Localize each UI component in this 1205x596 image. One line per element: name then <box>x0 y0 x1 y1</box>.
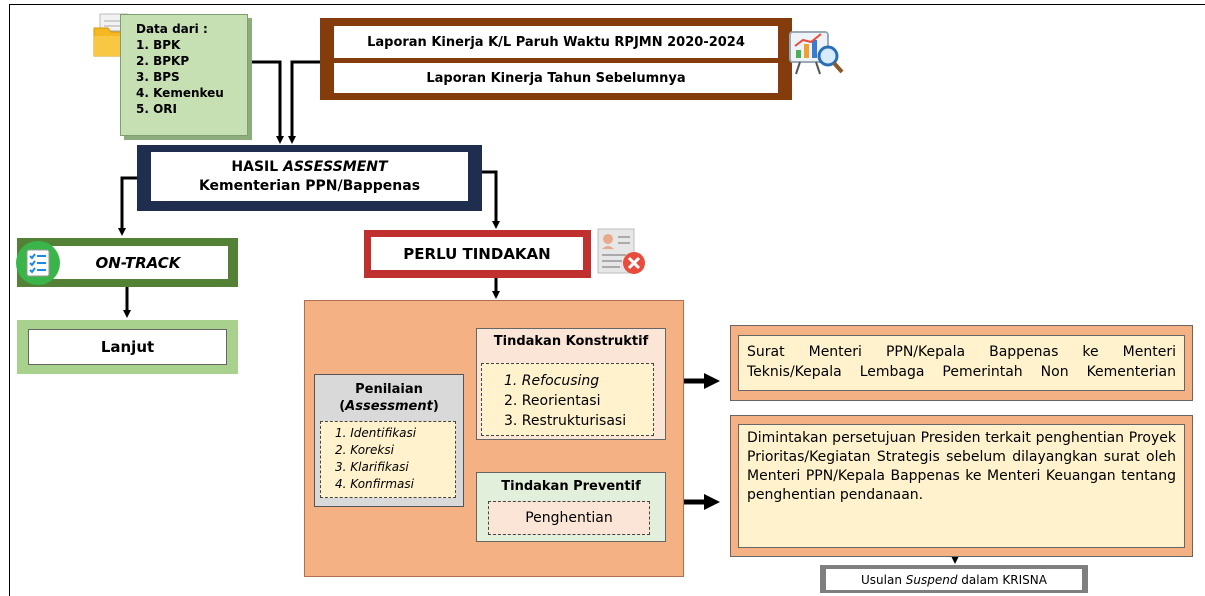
data-source-item: 3. BPS <box>136 70 180 84</box>
penilaian-list: 1. Identifikasi 2. Koreksi 3. Klarifikas… <box>320 421 456 498</box>
laporan-line1: Laporan Kinerja K/L Paruh Waktu RPJMN 20… <box>333 25 779 59</box>
hasil-prefix: HASIL <box>231 158 284 175</box>
data-source-item: 1. BPK <box>136 38 181 52</box>
persetujuan-text: Dimintakan persetujuan Presiden terkait … <box>738 424 1185 548</box>
data-source-item: 4. Kemenkeu <box>136 86 224 100</box>
tindakan-preventif-item: Penghentian <box>488 501 650 535</box>
tindakan-konstruktif-list: 1. Refocusing 2. Reorientasi 3. Restrukt… <box>481 363 654 436</box>
diagram-frame <box>9 4 1205 596</box>
checklist-icon <box>24 249 52 281</box>
penilaian-item: 2. Koreksi <box>335 443 394 457</box>
tindakan-konstruktif-title: Tindakan Konstruktif <box>493 334 649 349</box>
hasil-emph: ASSESSMENT <box>283 158 388 175</box>
penilaian-title-text: Penilaian <box>355 382 423 397</box>
surat-text: Surat Menteri PPN/Kepala Bappenas ke Men… <box>738 335 1185 391</box>
penilaian-subtitle: Assessment <box>345 399 433 414</box>
data-source-item: 5. ORI <box>136 102 177 116</box>
laporan-line2: Laporan Kinerja Tahun Sebelumnya <box>333 62 779 94</box>
lanjut-label: Lanjut <box>28 329 227 365</box>
penilaian-item: 1. Identifikasi <box>335 426 417 440</box>
usulan-pre: Usulan <box>861 572 906 587</box>
tindakan-preventif-title: Tindakan Preventif <box>501 479 641 494</box>
konstruktif-item: 3. Restrukturisasi <box>504 413 627 429</box>
document-reject-icon <box>596 227 648 281</box>
data-source-item: 2. BPKP <box>136 54 190 68</box>
penilaian-item: 4. Konfirmasi <box>335 477 414 491</box>
penilaian-item: 3. Klarifikasi <box>335 460 409 474</box>
chart-magnifier-icon <box>786 22 846 86</box>
data-sources-box: Data dari : 1. BPK 2. BPKP 3. BPS 4. Kem… <box>120 14 248 136</box>
usulan-suspend-text: Usulan Suspend dalam KRISNA <box>826 569 1082 590</box>
ontrack-label: ON-TRACK <box>28 246 228 279</box>
penilaian-title: Penilaian (Assessment) <box>314 381 464 415</box>
usulan-emph: Suspend <box>905 572 958 587</box>
usulan-post: dalam KRISNA <box>957 572 1047 587</box>
hasil-line2: Kementerian PPN/Bappenas <box>198 177 421 194</box>
konstruktif-item: 2. Reorientasi <box>504 393 601 409</box>
hasil-assessment-text: HASIL ASSESSMENT Kementerian PPN/Bappena… <box>151 152 468 201</box>
konstruktif-item: 1. Refocusing <box>504 373 600 389</box>
perlu-tindakan-label: PERLU TINDAKAN <box>371 237 583 270</box>
data-sources-title: Data dari : <box>136 22 208 36</box>
